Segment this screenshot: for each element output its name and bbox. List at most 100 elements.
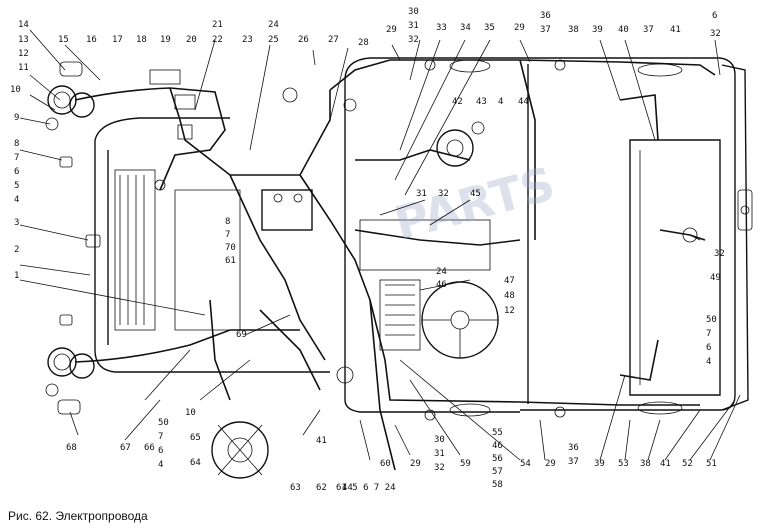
callout: 55	[492, 428, 503, 438]
callout: 6	[706, 343, 711, 353]
marker-lamp-icon-3	[449, 403, 491, 417]
callout: 67	[120, 443, 131, 453]
marker-lamp-icon	[449, 59, 491, 73]
callout: 14	[18, 20, 29, 30]
callout: 2	[14, 245, 19, 255]
callout: 52	[682, 459, 693, 469]
callout: 38	[640, 459, 651, 469]
callout: 53	[618, 459, 629, 469]
callout: 58	[492, 480, 503, 490]
callout: 66	[144, 443, 155, 453]
leader-lines	[19, 29, 741, 461]
callout: 41	[660, 459, 671, 469]
callout: 10	[10, 85, 21, 95]
callout: 44	[518, 97, 529, 107]
callout: 49	[710, 273, 721, 283]
figure-caption: Рис. 62. Электропровода	[8, 509, 148, 523]
battery-icon	[261, 189, 313, 231]
callout: 60	[380, 459, 391, 469]
callout: 47	[504, 276, 515, 286]
callout: 46	[492, 441, 503, 451]
callout: 29	[514, 23, 525, 33]
callout: 64	[190, 458, 201, 468]
callout: 54	[520, 459, 531, 469]
callout: 16	[86, 35, 97, 45]
main-harness	[74, 59, 716, 471]
callout: 40	[618, 25, 629, 35]
callout: 4	[158, 460, 163, 470]
callout: 22	[212, 35, 223, 45]
callout: 4	[14, 195, 19, 205]
callout: 57	[492, 467, 503, 477]
callout: 68	[66, 443, 77, 453]
callout: 24	[268, 20, 279, 30]
callout: 59	[460, 459, 471, 469]
callout: 45	[470, 189, 481, 199]
callout: 50	[706, 315, 717, 325]
callout: 35	[484, 23, 495, 33]
callout: 18	[136, 35, 147, 45]
relay-icon-2	[174, 94, 196, 110]
callout: 23	[242, 35, 253, 45]
callout: 37	[568, 457, 579, 467]
callout: 9	[14, 113, 19, 123]
callout: 30	[408, 7, 419, 17]
callout: 8	[14, 139, 19, 149]
callout: 6	[158, 446, 163, 456]
callout: 32	[714, 249, 725, 259]
callout: 70	[225, 243, 236, 253]
gauge-icon	[436, 129, 474, 167]
callout: 27	[328, 35, 339, 45]
callout: 12	[504, 306, 515, 316]
callout: 34	[460, 23, 471, 33]
callout: 39	[592, 25, 603, 35]
callout: 7	[225, 230, 230, 240]
callout: 31	[416, 189, 427, 199]
callout: 7	[14, 153, 19, 163]
callout: 29	[386, 25, 397, 35]
callout: 69	[236, 330, 247, 340]
callout: 20	[186, 35, 197, 45]
callout: 36	[540, 11, 551, 21]
callout: 29	[545, 459, 556, 469]
headlamp-group-top	[45, 61, 95, 131]
callout: 61	[225, 256, 236, 266]
callout: 30	[434, 435, 445, 445]
callout: 51	[706, 459, 717, 469]
callout: 4	[706, 357, 711, 367]
callout-labels: 14 13 12 11 15 16 17 18 19 20 21 22 24 2…	[10, 7, 725, 493]
callout: 13	[18, 35, 29, 45]
callout: 33	[436, 23, 447, 33]
callout: 32	[434, 463, 445, 473]
callout: 38	[568, 25, 579, 35]
callout: 50	[158, 418, 169, 428]
callout: 6	[14, 167, 19, 177]
callout: 43	[476, 97, 487, 107]
callout: 4	[498, 97, 503, 107]
callout: 11	[18, 63, 29, 73]
fuse-block	[379, 279, 421, 351]
callout: 63	[290, 483, 301, 493]
instrument-panel	[359, 219, 491, 271]
callout: 5	[14, 181, 19, 191]
callout: 39	[594, 459, 605, 469]
callout: 6	[712, 11, 717, 21]
callout: 15	[58, 35, 69, 45]
horn-icon	[85, 234, 101, 248]
relay-icon	[149, 69, 181, 85]
callout: 10	[185, 408, 196, 418]
callout: 48	[504, 291, 515, 301]
callout: 3	[14, 218, 19, 228]
callout: 36	[568, 443, 579, 453]
headlamp-group-bottom	[45, 347, 95, 415]
callout: 29	[410, 459, 421, 469]
marker-lamp-icon-4	[637, 401, 683, 415]
callout: 8	[225, 217, 230, 227]
callout: 32	[408, 35, 419, 45]
callout: 56	[492, 454, 503, 464]
callout: 26	[298, 35, 309, 45]
callout: 24	[436, 267, 447, 277]
callout: 12	[18, 49, 29, 59]
callout: 19	[160, 35, 171, 45]
